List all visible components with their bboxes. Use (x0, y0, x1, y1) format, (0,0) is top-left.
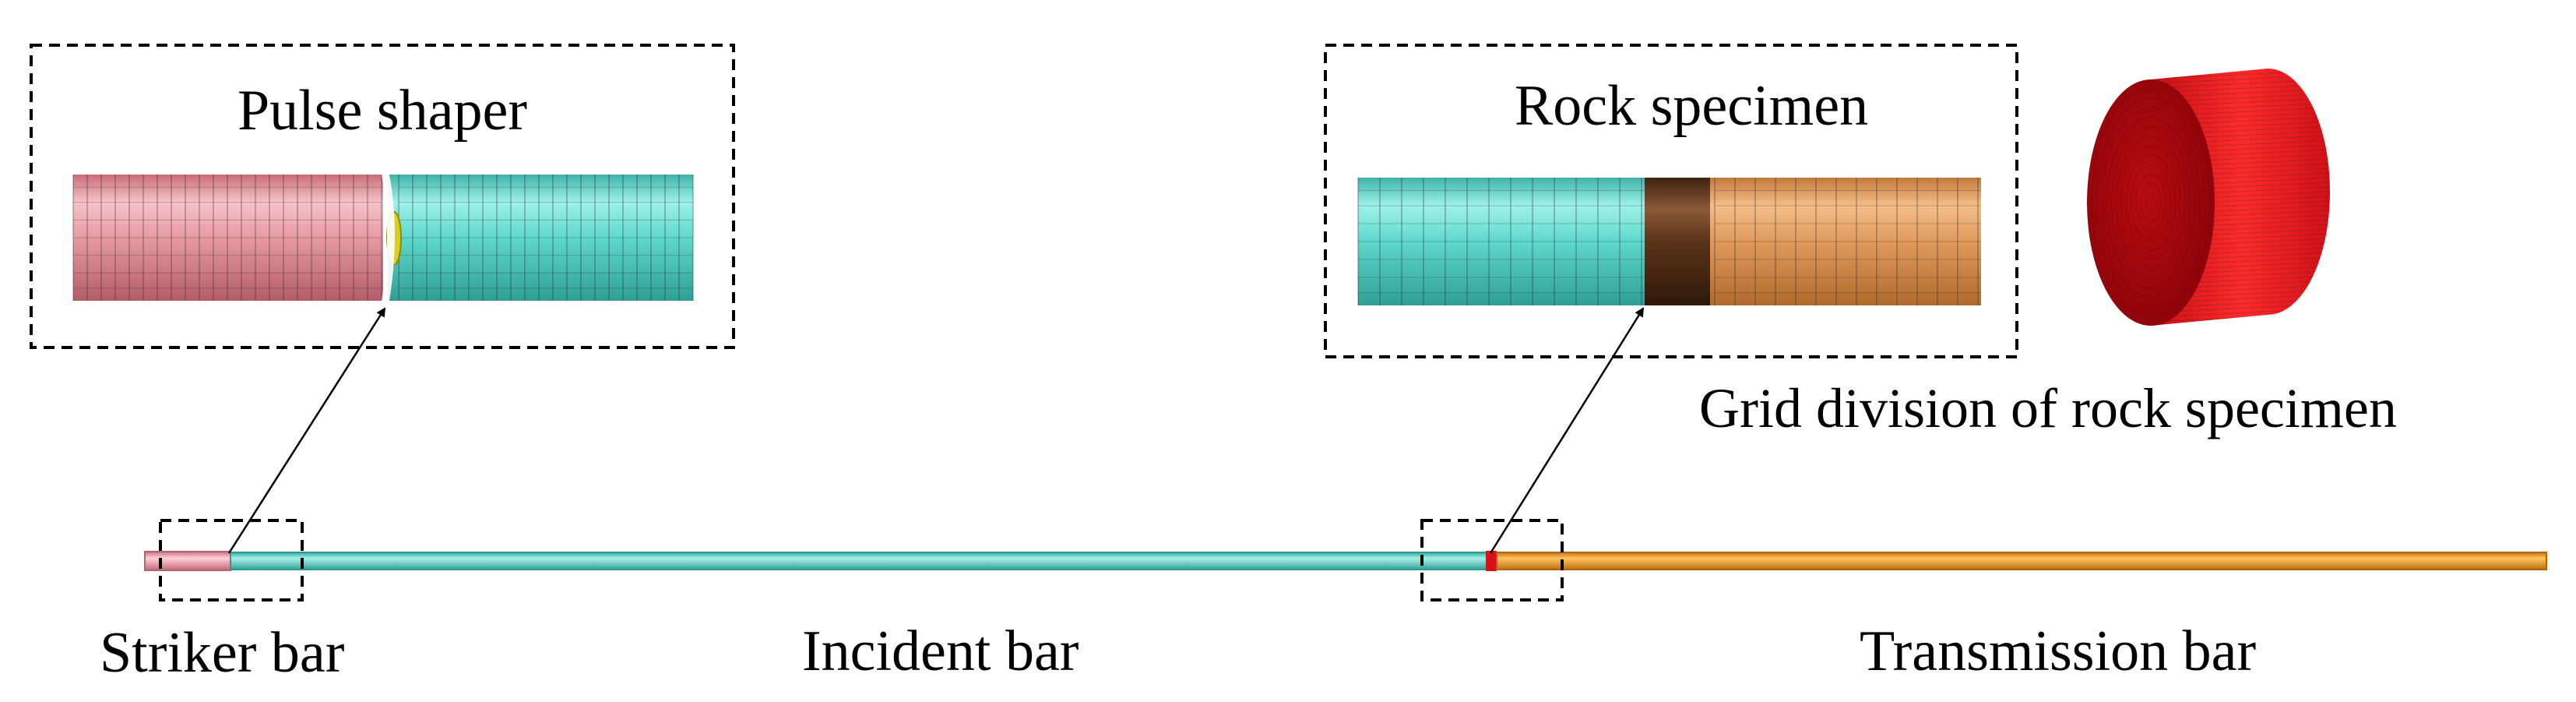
disc-face-mesh (2091, 88, 2211, 317)
disc-side-mesh-line (2151, 233, 2330, 245)
incident-bar-segment (388, 175, 693, 301)
pulse-shaper-title: Pulse shaper (238, 79, 527, 143)
disc-face-mesh-ring (2131, 164, 2171, 242)
specimen-zoom-box (1420, 519, 1564, 601)
disc-side-mesh-line (2151, 224, 2330, 236)
disc-side-mesh-line (2151, 186, 2330, 199)
specimen-band (1645, 178, 1715, 305)
grid-division-caption: Grid division of rock specimen (1699, 377, 2397, 439)
incident-bar (230, 552, 1490, 570)
striker-bar-label: Striker bar (100, 621, 344, 685)
disc-side-mesh-line (2151, 130, 2330, 143)
pulse-shaper-callout-border (30, 44, 735, 349)
rock-specimen-pointer-arrow (1489, 307, 1645, 554)
rock-specimen-mesh (1357, 178, 1981, 305)
rock-specimen-disc (2087, 69, 2330, 326)
disc-side-mesh-line (2151, 205, 2330, 217)
disc-side-mesh-line (2151, 275, 2330, 288)
disc-face-mesh-ring (2096, 97, 2205, 308)
disc-face-mesh-ring (2120, 145, 2181, 260)
disc-side-mesh-line (2151, 196, 2330, 208)
rock-specimen-callout: Rock specimen (1324, 44, 2018, 358)
incident-bar-label: Incident bar (802, 619, 1079, 683)
disc-side-mesh-line (2151, 228, 2330, 241)
disc-side-mesh-line (2151, 284, 2330, 297)
disc-side-mesh-line (2151, 135, 2330, 147)
disc-side-mesh-line (2151, 280, 2330, 292)
pulse-shaper-zoom-model (72, 175, 694, 301)
disc-side-mesh-line (2151, 252, 2330, 264)
disc-side-mesh-line (2151, 294, 2330, 306)
pulse-shaper-mesh (72, 175, 694, 301)
incident-bar-end-segment (1358, 178, 1652, 305)
disc-side-mesh-line (2151, 200, 2330, 213)
pulse-shaper-callout: Pulse shaper (30, 44, 735, 349)
disc-side-mesh-line (2151, 191, 2330, 203)
transmission-bar (1496, 552, 2547, 570)
disc-side-mesh-line (2151, 144, 2330, 157)
disc-side-mesh-line (2151, 79, 2330, 91)
disc-side-mesh-line (2151, 139, 2330, 152)
disc-side-mesh-line (2151, 270, 2330, 283)
disc-side-mesh-line (2151, 177, 2330, 189)
disc-side-mesh-line (2151, 298, 2330, 311)
disc-face-mesh-ring (2111, 126, 2191, 279)
disc-side-mesh-line (2151, 219, 2330, 231)
disc-face-mesh-ring (2091, 88, 2211, 317)
disc-side-mesh-line (2151, 149, 2330, 161)
disc-face-mesh-ring (2135, 174, 2166, 231)
disc-side-mesh-line (2151, 210, 2330, 222)
disc-side-mesh-line (2151, 182, 2330, 194)
disc-face-mesh-ring (2116, 136, 2186, 270)
transmission-bar-label: Transmission bar (1860, 619, 2256, 683)
disc-face-mesh-ring (2126, 154, 2176, 251)
disc-side-mesh-line (2151, 102, 2330, 115)
disc-side-mesh-line (2151, 125, 2330, 138)
disc-side-mesh-line (2151, 111, 2330, 124)
striker-zoom-box (159, 519, 304, 601)
rock-specimen-zoom-model (1357, 178, 1981, 305)
disc-side-mesh-line (2151, 242, 2330, 255)
disc-side-mesh-line (2151, 289, 2330, 302)
disc-face-mesh-ring (2140, 183, 2162, 222)
transmission-bar-start-segment (1710, 178, 1981, 305)
disc-side-mesh-line (2151, 116, 2330, 129)
disc-side-mesh-line (2151, 121, 2330, 133)
disc-face-mesh-ring (2145, 192, 2156, 213)
disc-side-mesh-line (2151, 69, 2330, 72)
bar-gap (382, 175, 395, 301)
disc-side-mesh-line (2151, 93, 2330, 105)
disc-face-mesh-ring (2101, 108, 2201, 298)
pulse-shaper-pointer-arrow (227, 307, 386, 554)
disc-side-mesh-line (2151, 158, 2330, 171)
rock-specimen-callout-border (1324, 44, 2018, 358)
bar-system (144, 307, 2547, 601)
disc-side-mesh-line (2151, 83, 2330, 96)
disc-face (2087, 79, 2215, 326)
disc-side-mesh-line (2151, 153, 2330, 166)
disc-side-mesh-line (2151, 266, 2330, 278)
striker-bar (144, 551, 231, 571)
disc-mesh (2151, 69, 2330, 325)
disc-side-mesh-line (2151, 247, 2330, 259)
disc-side-mesh-line (2151, 172, 2330, 185)
disc-side-mesh-line (2151, 107, 2330, 119)
specimen-marker (1486, 551, 1497, 571)
disc-side-mesh-line (2151, 256, 2330, 269)
disc-side-mesh-line (2151, 163, 2330, 175)
disc-side-mesh-line (2151, 168, 2330, 180)
disc-side-mesh-line (2151, 88, 2330, 101)
rock-specimen-title: Rock specimen (1515, 74, 1868, 138)
disc-side-mesh-line (2151, 97, 2330, 110)
disc-face-mesh-ring (2106, 117, 2196, 288)
disc-side-mesh-line (2151, 238, 2330, 250)
striker-bar-segment (73, 175, 383, 301)
disc-side-mesh-line (2151, 261, 2330, 273)
disc-side-mesh-line (2151, 214, 2330, 227)
